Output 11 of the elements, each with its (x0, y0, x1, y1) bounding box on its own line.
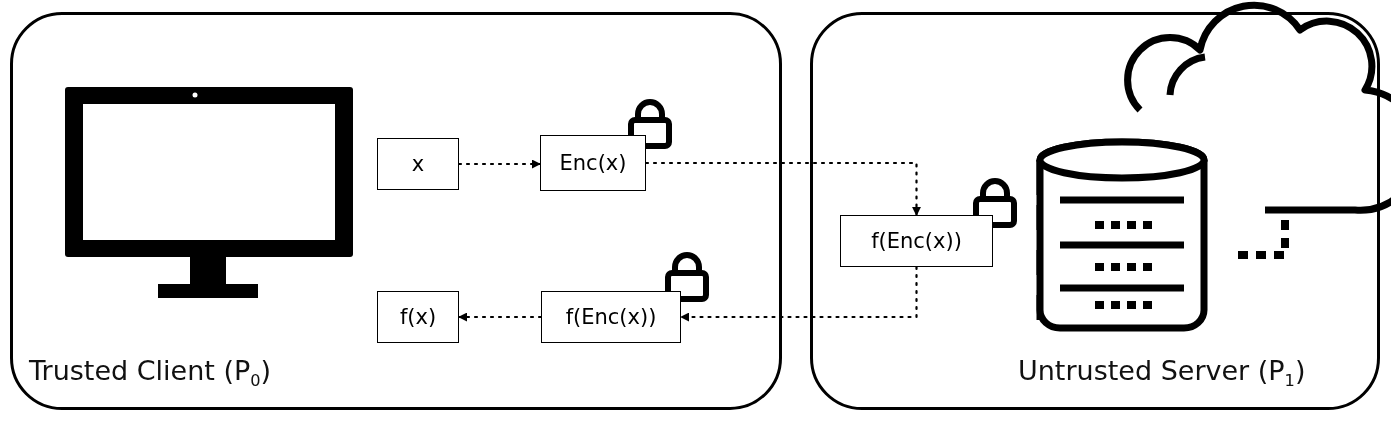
dotted-arrow (457, 312, 543, 322)
dotted-arrow (679, 265, 918, 322)
panel-title: Untrusted Server (P$_{1}$) (1018, 355, 1306, 391)
value-box: x (377, 138, 459, 190)
value-box: f(Enc(x)) (840, 215, 993, 267)
value-box: Enc(x) (540, 135, 646, 191)
panel-title: Trusted Client (P$_{0}$) (29, 355, 272, 391)
dotted-arrow (644, 161, 921, 217)
value-box: f(Enc(x)) (541, 291, 681, 343)
dotted-arrow (457, 159, 542, 169)
value-box: f(x) (377, 291, 459, 343)
